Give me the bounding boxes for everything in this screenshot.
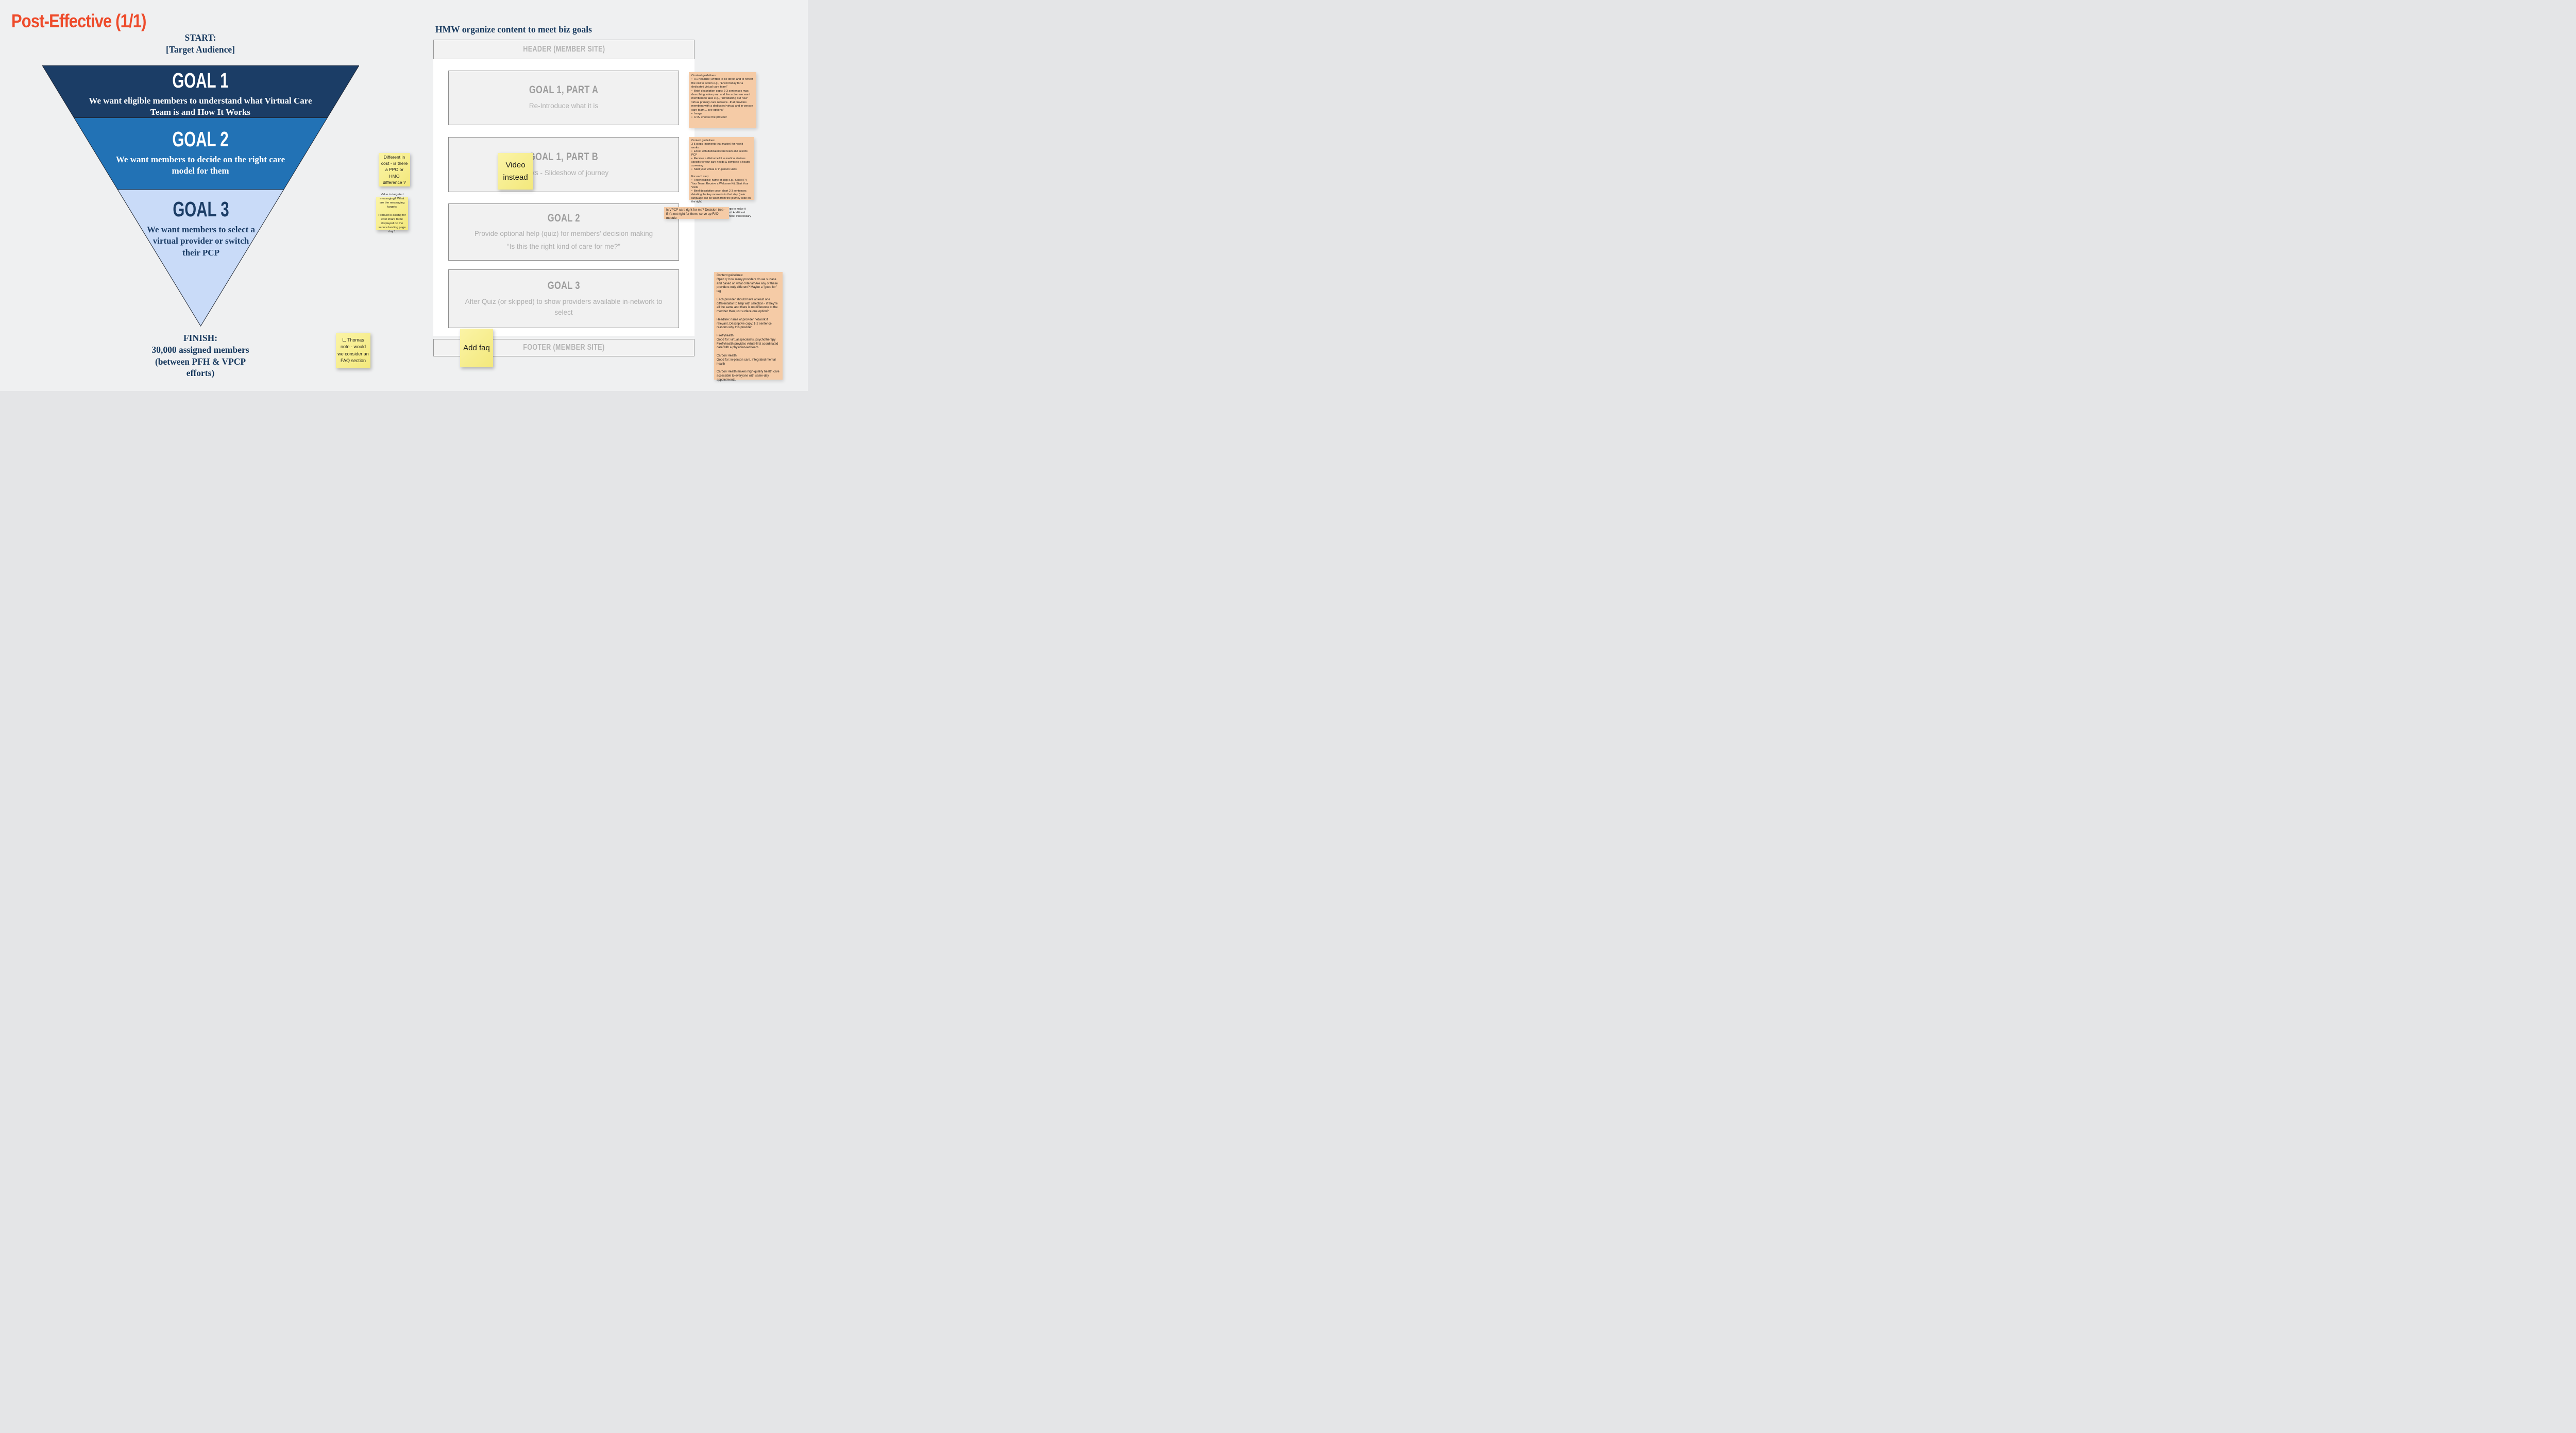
funnel-band-goal3 [117, 189, 284, 327]
funnel-goal3: GOAL 3 We want members to select a virtu… [146, 197, 256, 259]
section-goal1a-heading: GOAL 1, PART A [529, 84, 599, 96]
section-goal3-subtitle: After Quiz (or skipped) to show provider… [465, 298, 663, 316]
sticky-video-instead[interactable]: Video instead [498, 153, 533, 190]
sticky-faq-section[interactable]: L. Thomas note - would we consider an FA… [336, 333, 370, 368]
whiteboard-canvas: Post-Effective (1/1) START: [Target Audi… [0, 0, 808, 391]
funnel-finish-label: FINISH: 30,000 assigned members (between… [151, 333, 249, 379]
funnel-start-label: START: [Target Audience] [166, 32, 235, 55]
goal1-body: We want eligible members to understand w… [89, 95, 312, 117]
note-content-guidelines-goal3[interactable]: Content guidelines: Open q: how many pro… [714, 272, 783, 382]
wireframe-title: HMW organize content to meet biz goals [435, 24, 592, 35]
section-goal1-part-a: GOAL 1, PART A Re-Introduce what it is [448, 71, 679, 125]
section-goal3-heading: GOAL 3 [547, 280, 580, 292]
note-content-guidelines-goal1a[interactable]: Content guidelines: • H1 headline; writt… [689, 72, 756, 128]
sticky-add-faq[interactable]: Add faq [460, 329, 493, 367]
section-goal3: GOAL 3 After Quiz (or skipped) to show p… [448, 269, 679, 328]
sticky-different-cost[interactable]: Different in cost - is there a PPO or HM… [379, 153, 410, 186]
section-goal2-subtitle: Provide optional help (quiz) for members… [474, 230, 653, 238]
section-goal2-heading: GOAL 2 [547, 212, 580, 225]
section-goal2-quote: “Is this the right kind of care for me?” [507, 242, 620, 250]
goal1-heading: GOAL 1 [172, 69, 229, 92]
goal2-body: We want members to decide on the right c… [115, 154, 285, 176]
section-goal1a-subtitle: Re-Introduce what it is [529, 102, 599, 110]
section-goal1-part-b: GOAL 1, PART B Works - Slideshow of jour… [448, 137, 679, 192]
footer-label: FOOTER (MEMBER SITE) [523, 343, 605, 352]
header-label: HEADER (MEMBER SITE) [523, 45, 605, 54]
goal3-body: We want members to select a virtual prov… [146, 224, 256, 258]
section-goal2: GOAL 2 Provide optional help (quiz) for … [448, 203, 679, 261]
note-vpcp-decision-tree[interactable]: Is VPCP care right for me? Decision tree… [664, 207, 729, 220]
funnel-goal1: GOAL 1 We want eligible members to under… [87, 70, 314, 118]
board-title: Post-Effective (1/1) [11, 10, 146, 31]
sticky-targeted-messaging[interactable]: Value in targeted messaging? What are th… [376, 193, 408, 233]
funnel-diagram [42, 65, 359, 327]
section-goal1b-heading: GOAL 1, PART B [529, 150, 599, 163]
funnel-goal2: GOAL 2 We want members to decide on the … [113, 127, 288, 177]
wireframe-header: HEADER (MEMBER SITE) [433, 40, 694, 59]
goal2-heading: GOAL 2 [172, 127, 229, 151]
section-goal1b-subtitle: Works - Slideshow of journey [518, 168, 609, 177]
note-content-guidelines-goal1b[interactable]: Content guidelines: 3-5 steps (moments t… [689, 137, 754, 218]
goal3-heading: GOAL 3 [173, 197, 229, 221]
